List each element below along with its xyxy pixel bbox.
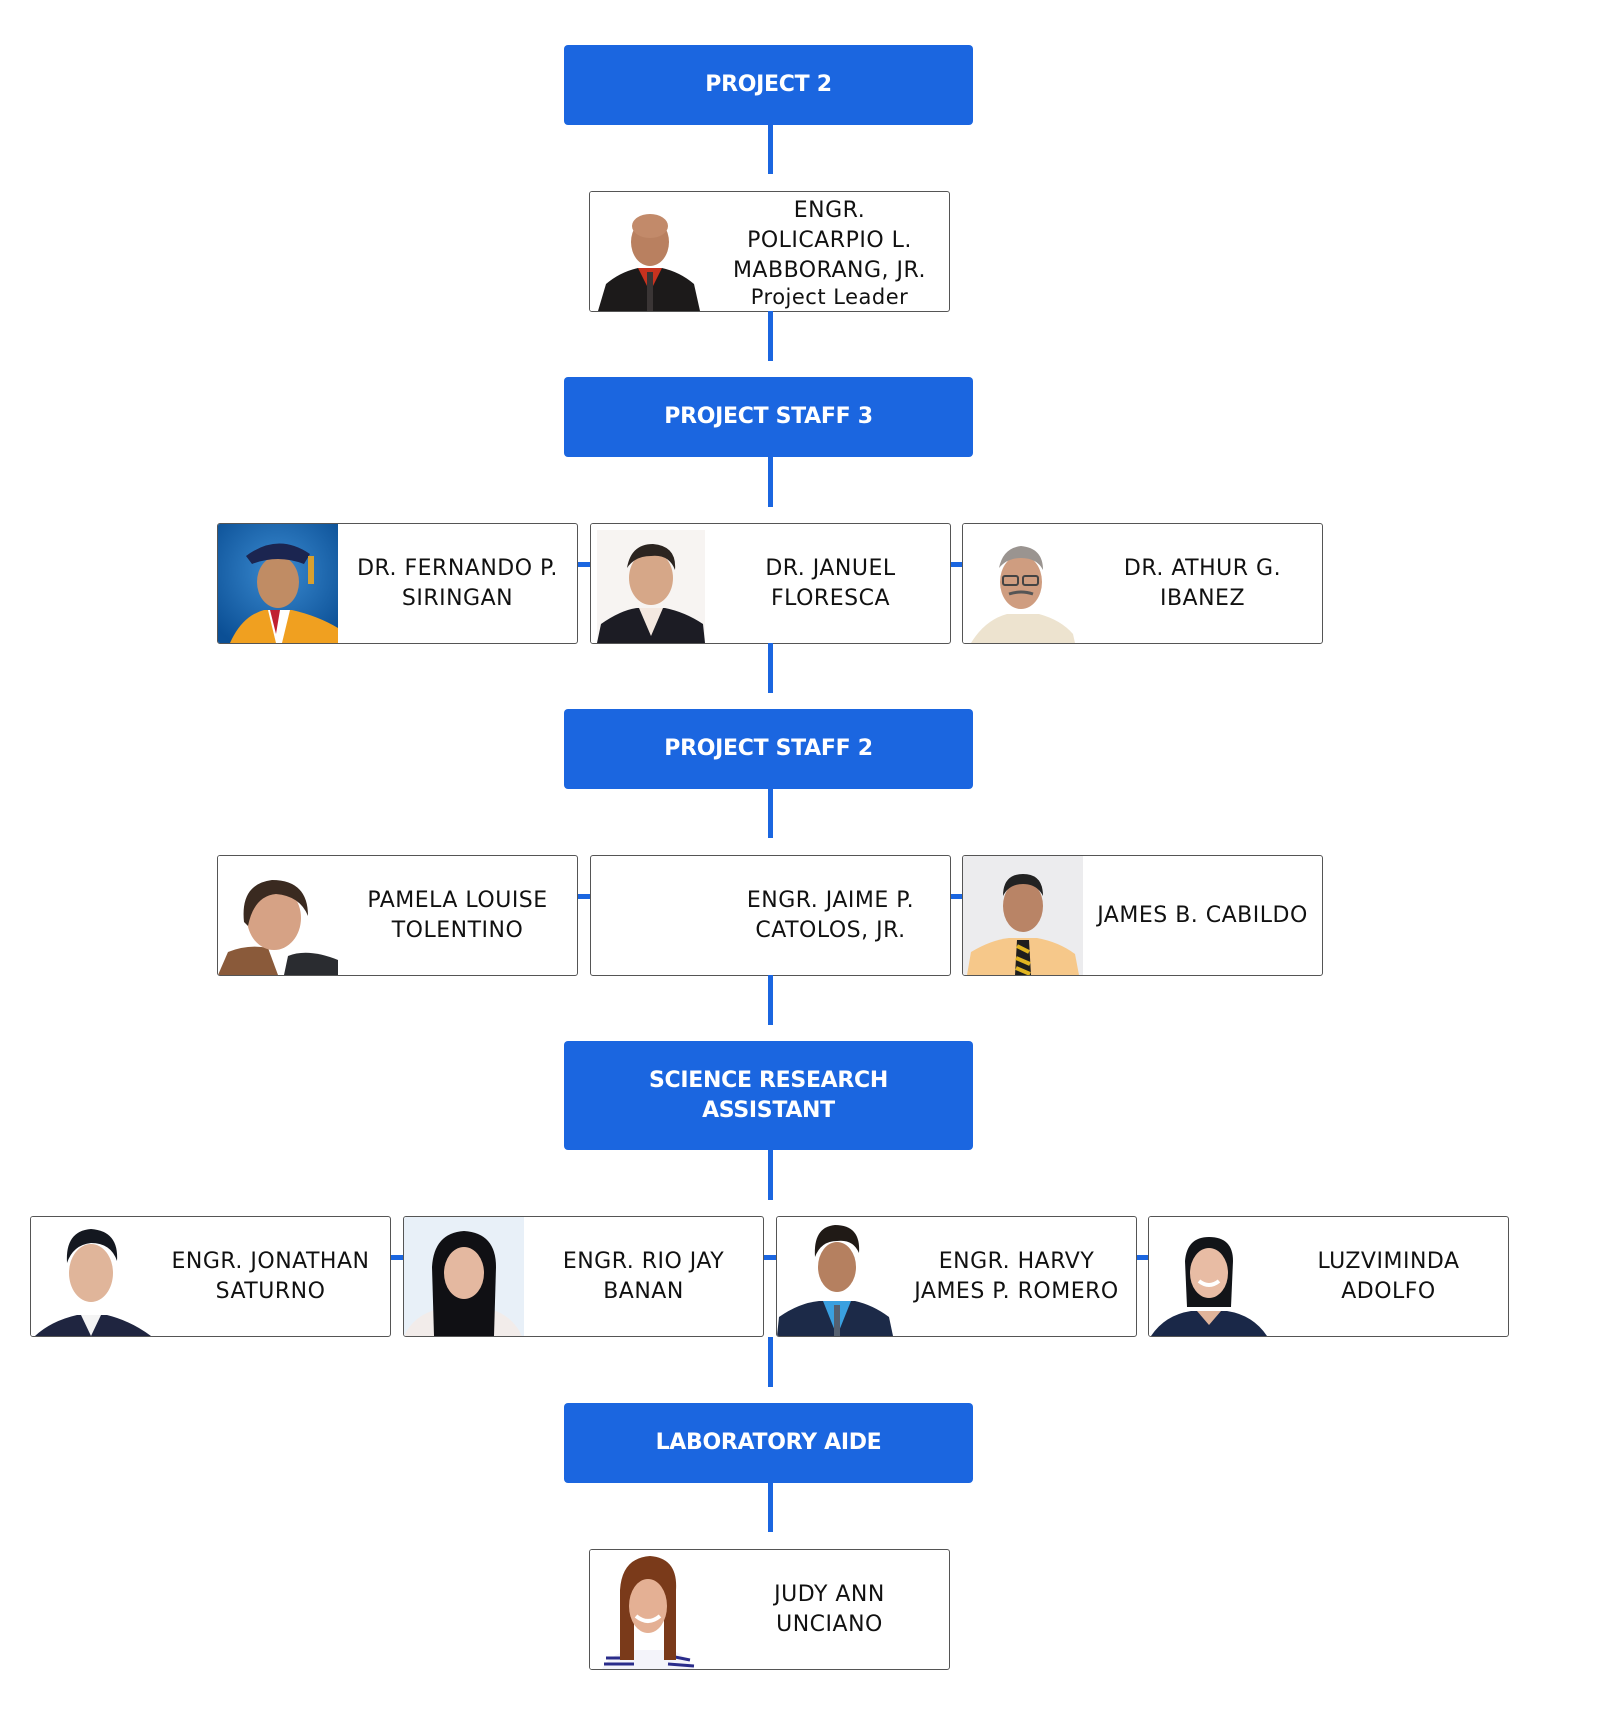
member-name: DR. JANUEL FLORESCA <box>765 555 896 611</box>
role-box-science-research-assistant[interactable]: SCIENCE RESEARCH ASSISTANT <box>564 1041 973 1150</box>
member-card[interactable]: LUZVIMINDA ADOLFO <box>1148 1216 1509 1337</box>
photo-woman-selfie <box>218 856 338 975</box>
connector <box>768 457 773 507</box>
member-card[interactable]: JUDY ANN UNCIANO <box>589 1549 950 1670</box>
role-label: PROJECT 2 <box>705 72 832 97</box>
member-name: PAMELA LOUISE TOLENTINO <box>367 887 548 943</box>
member-card[interactable]: PAMELA LOUISE TOLENTINO <box>217 855 578 976</box>
connector <box>578 894 590 899</box>
role-box-project-2[interactable]: PROJECT 2 <box>564 45 973 125</box>
role-box-project-staff-3[interactable]: PROJECT STAFF 3 <box>564 377 973 457</box>
connector <box>951 562 963 567</box>
member-card[interactable]: DR. ATHUR G. IBANEZ <box>962 523 1323 644</box>
photo-woman-striped-shirt <box>590 1550 710 1669</box>
connector <box>1137 1255 1149 1260</box>
connector <box>768 788 773 838</box>
connector <box>768 1482 773 1532</box>
photo-placeholder-empty <box>591 856 711 975</box>
member-name: DR. FERNANDO P. SIRINGAN <box>357 555 558 611</box>
connector <box>951 894 963 899</box>
photo-woman-long-hair <box>404 1217 524 1336</box>
connector <box>768 1337 773 1387</box>
member-name: ENGR. JAIME P. CATOLOS, JR. <box>746 887 915 943</box>
member-card-project-leader[interactable]: ENGR. POLICARPIO L. MABBORANG, JR. Proje… <box>589 191 950 312</box>
photo-man-academic-gown <box>218 524 338 643</box>
photo-man-suit <box>31 1217 151 1336</box>
connector <box>768 643 773 693</box>
photo-man-bald-red-shirt <box>590 192 710 311</box>
photo-man-glasses-barong <box>963 524 1083 643</box>
connector <box>764 1255 776 1260</box>
connector <box>768 311 773 361</box>
member-card[interactable]: ENGR. RIO JAY BANAN <box>403 1216 764 1337</box>
member-card[interactable]: DR. JANUEL FLORESCA <box>590 523 951 644</box>
member-name: JUDY ANN UNCIANO <box>774 1581 885 1637</box>
member-name: DR. ATHUR G. IBANEZ <box>1123 555 1282 611</box>
member-title: Project Leader <box>750 284 909 309</box>
member-name: ENGR. HARVY JAMES P. ROMERO <box>914 1248 1119 1304</box>
connector <box>391 1255 403 1260</box>
member-name: LUZVIMINDA ADOLFO <box>1317 1248 1460 1304</box>
role-label: SCIENCE RESEARCH ASSISTANT <box>648 1067 888 1123</box>
role-label: PROJECT STAFF 2 <box>664 736 873 761</box>
member-name: ENGR. JONATHAN SATURNO <box>171 1248 370 1304</box>
member-card[interactable]: JAMES B. CABILDO <box>962 855 1323 976</box>
role-box-laboratory-aide[interactable]: LABORATORY AIDE <box>564 1403 973 1483</box>
member-card[interactable]: ENGR. JAIME P. CATOLOS, JR. <box>590 855 951 976</box>
role-box-project-staff-2[interactable]: PROJECT STAFF 2 <box>564 709 973 789</box>
member-card[interactable]: ENGR. JONATHAN SATURNO <box>30 1216 391 1337</box>
connector <box>578 562 590 567</box>
connector <box>768 1150 773 1200</box>
role-label: PROJECT STAFF 3 <box>664 404 873 429</box>
member-name: ENGR. RIO JAY BANAN <box>562 1248 725 1304</box>
member-card[interactable]: ENGR. HARVY JAMES P. ROMERO <box>776 1216 1137 1337</box>
photo-woman-polo <box>1149 1217 1269 1336</box>
member-card[interactable]: DR. FERNANDO P. SIRINGAN <box>217 523 578 644</box>
photo-man-suit-blue-shirt <box>777 1217 897 1336</box>
photo-man-suit <box>591 524 711 643</box>
role-label: LABORATORY AIDE <box>655 1430 882 1455</box>
member-name: ENGR. POLICARPIO L. MABBORANG, JR. <box>732 197 927 283</box>
connector <box>768 975 773 1025</box>
member-name: JAMES B. CABILDO <box>1097 902 1308 928</box>
photo-man-yellow-shirt-tie <box>963 856 1083 975</box>
connector <box>768 124 773 174</box>
